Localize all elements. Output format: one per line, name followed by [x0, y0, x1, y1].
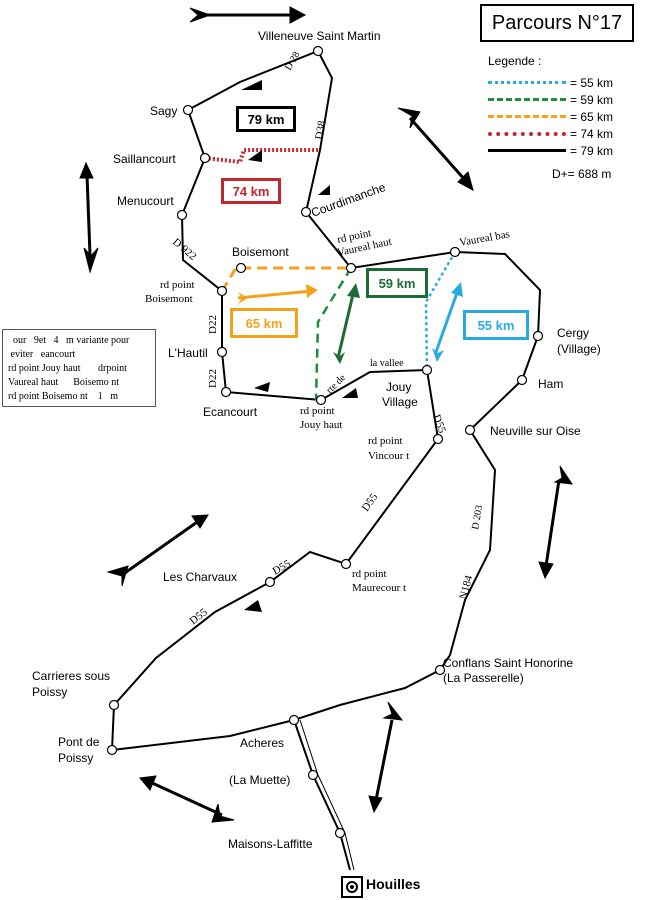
- road-d55-charvaux: D55: [271, 557, 294, 577]
- road-d922: D 922: [170, 236, 199, 263]
- label-la-muette: (La Muette): [229, 773, 290, 787]
- legend: Legende : = 55 km = 59 km = 65 km = 74 k…: [488, 54, 638, 181]
- label-jouy-village-1: Jouy: [386, 380, 411, 394]
- label-rdpoint-jouy-haut-2: Jouy haut: [300, 419, 342, 431]
- legend-swatch-59: [488, 98, 566, 101]
- route-65km: [220, 266, 351, 292]
- route-74km: [204, 148, 318, 165]
- label-conflans-1: Conflans Saint Honorine: [443, 656, 573, 670]
- road-d203: D 203: [470, 504, 485, 530]
- label-rdpoint-maurecourt-2: Maurecour t: [352, 582, 406, 594]
- elevation-gain: D+= 688 m: [552, 167, 612, 181]
- label-rdpoint-maurecourt-1: rd point: [352, 568, 387, 580]
- label-rdpoint-vincourt-2: Vincour t: [368, 450, 409, 462]
- route-to-houilles-inner: [299, 719, 355, 871]
- note-line: rd point Jouy haut drpoint: [8, 363, 127, 374]
- distance-box-65: 65 km: [230, 308, 298, 338]
- green-direction-arrow: [333, 283, 360, 364]
- road-d55-jouy: D55: [430, 413, 448, 435]
- page-title: Parcours N°17: [480, 4, 634, 42]
- road-d22-lower: D22: [207, 369, 219, 388]
- town-nodes: [106, 45, 544, 839]
- label-cergy-2: (Village): [557, 342, 601, 356]
- label-rdpoint-boisemont-2: Boisemont: [145, 293, 193, 305]
- blue-direction-arrow: [432, 282, 463, 362]
- variant-note: our 9et 4 m variante pour eviter eancour…: [2, 329, 156, 407]
- legend-swatch-65: [488, 115, 566, 118]
- legend-label-79: = 79 km: [570, 143, 614, 158]
- label-villeneuve: Villeneuve Saint Martin: [258, 29, 381, 43]
- label-rdpoint-boisemont-1: rd point: [160, 279, 195, 291]
- label-courdimanche: Courdimanche: [309, 180, 387, 220]
- distance-box-74: 74 km: [221, 178, 281, 204]
- label-boisemont: Boisemont: [232, 245, 289, 259]
- legend-label-59: = 59 km: [570, 92, 614, 107]
- label-maisons-laffitte: Maisons-Laffitte: [228, 837, 313, 851]
- legend-swatch-55: [488, 81, 566, 84]
- legend-label-65: = 65 km: [570, 109, 614, 124]
- houilles-marker: [341, 876, 363, 898]
- distance-box-79: 79 km: [236, 106, 296, 132]
- label-carrieres-1: Carrieres sous: [32, 669, 110, 683]
- legend-row-74: = 74 km: [488, 125, 638, 142]
- wind-arrows: [79, 6, 574, 823]
- legend-label-55: = 55 km: [570, 75, 614, 90]
- label-rte-de: rte de: [324, 372, 348, 396]
- label-menucourt: Menucourt: [117, 194, 174, 208]
- label-conflans-2: (La Passerelle): [443, 671, 524, 685]
- road-d55-lower: D55: [187, 606, 210, 627]
- road-d55-vincourt: D55: [360, 491, 381, 514]
- legend-label-74: = 74 km: [570, 126, 614, 141]
- label-sagy: Sagy: [150, 104, 177, 118]
- road-d38: D38: [313, 119, 328, 140]
- label-jouy-village-2: Village: [382, 395, 418, 409]
- label-la-vallee: la vallee: [370, 358, 404, 369]
- label-rdpoint-jouy-haut-1: rd point: [300, 405, 335, 417]
- distance-box-59: 59 km: [366, 268, 428, 298]
- route-59km: [314, 267, 353, 401]
- main-route-79km: [110, 49, 542, 752]
- label-pont-de-poissy-1: Pont de: [58, 735, 100, 749]
- label-ecancourt: Ecancourt: [203, 405, 258, 419]
- road-d22-upper: D22: [207, 315, 219, 334]
- note-line: rd point Boisemo nt 1 m: [8, 391, 118, 402]
- label-carrieres-2: Poissy: [32, 685, 67, 699]
- label-lhautil: L'Hautil: [168, 346, 208, 360]
- note-line: our 9et 4 m variante pour: [8, 335, 130, 346]
- label-rdpoint-vincourt-1: rd point: [368, 435, 403, 447]
- legend-row-65: = 65 km: [488, 108, 638, 125]
- label-saillancourt: Saillancourt: [113, 152, 176, 166]
- label-vaureal-bas: Vaureal bas: [458, 228, 510, 249]
- legend-row-79: = 79 km: [488, 142, 638, 159]
- road-d28: D 28: [283, 50, 302, 73]
- road-n184: N184: [457, 574, 475, 601]
- label-houilles: Houilles: [366, 876, 421, 892]
- distance-box-55: 55 km: [463, 310, 529, 340]
- label-neuville: Neuville sur Oise: [490, 424, 581, 438]
- label-ham: Ham: [538, 377, 563, 391]
- legend-row-55: = 55 km: [488, 74, 638, 91]
- route-arrows: [241, 80, 358, 612]
- label-les-charvaux: Les Charvaux: [163, 570, 237, 584]
- orange-direction-arrow: [237, 284, 318, 304]
- note-line: Vaureal haut Boisemo nt: [8, 377, 120, 388]
- legend-row-59: = 59 km: [488, 91, 638, 108]
- legend-swatch-74: [488, 131, 566, 136]
- route-55km: [424, 251, 457, 371]
- legend-swatch-79: [488, 149, 566, 152]
- note-line: eviter eancourt: [8, 349, 76, 360]
- legend-heading: Legende :: [488, 54, 542, 68]
- label-pont-de-poissy-2: Poissy: [58, 751, 93, 765]
- label-acheres: Acheres: [240, 736, 284, 750]
- label-cergy-1: Cergy: [557, 326, 589, 340]
- route-to-houilles: [293, 719, 351, 871]
